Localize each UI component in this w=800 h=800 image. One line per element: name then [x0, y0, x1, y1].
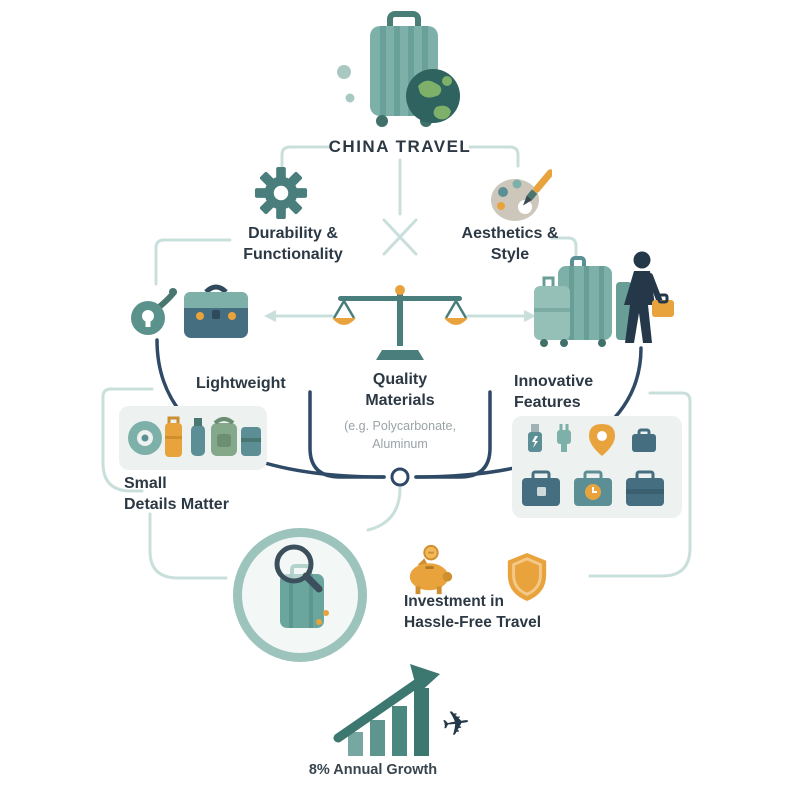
junction-node — [390, 467, 410, 487]
feature-icons — [522, 424, 664, 506]
suitcase-globe-icon — [330, 8, 470, 138]
shield-icon — [504, 551, 550, 603]
charger-icon — [557, 424, 571, 452]
balance-scale-icon — [328, 280, 472, 364]
airplane-icon: ✈ — [439, 703, 474, 745]
lock-icon — [128, 286, 180, 338]
innovative-features-label: Innovative Features — [514, 373, 594, 411]
small-details-label: Small Details Matter — [124, 475, 229, 513]
durability-label: Durability & Functionality — [243, 225, 343, 263]
magnifier-suitcase-icon — [242, 536, 358, 652]
accessories-icons — [128, 416, 261, 457]
quality-materials-subtitle: (e.g. Polycarbonate, Aluminum — [344, 419, 456, 451]
right-features-panel — [512, 416, 682, 518]
briefcase-icon — [180, 280, 252, 344]
palette-icon — [488, 168, 552, 226]
bottle-icon — [191, 425, 205, 456]
growth-chart-icon — [328, 660, 458, 760]
aesthetics-label: Aesthetics & Style — [461, 225, 559, 263]
main-title: CHINA TRAVEL — [328, 137, 472, 156]
piggy-bank-icon — [404, 543, 458, 597]
clock-briefcase-icon — [574, 470, 612, 506]
left-accessories-panel — [119, 406, 267, 470]
top-case-icon — [632, 428, 656, 452]
lightweight-label: Lightweight — [196, 375, 286, 392]
investment-label: Investment in Hassle-Free Travel — [404, 593, 542, 631]
growth-label: 8% Annual Growth — [308, 762, 438, 778]
quality-materials-label: Quality Materials — [365, 371, 435, 409]
lock-briefcase-icon — [522, 470, 560, 506]
plain-briefcase-icon — [626, 470, 664, 506]
gear-icon — [254, 166, 308, 220]
traveler-icon — [616, 250, 676, 350]
location-pin-icon — [589, 424, 615, 456]
